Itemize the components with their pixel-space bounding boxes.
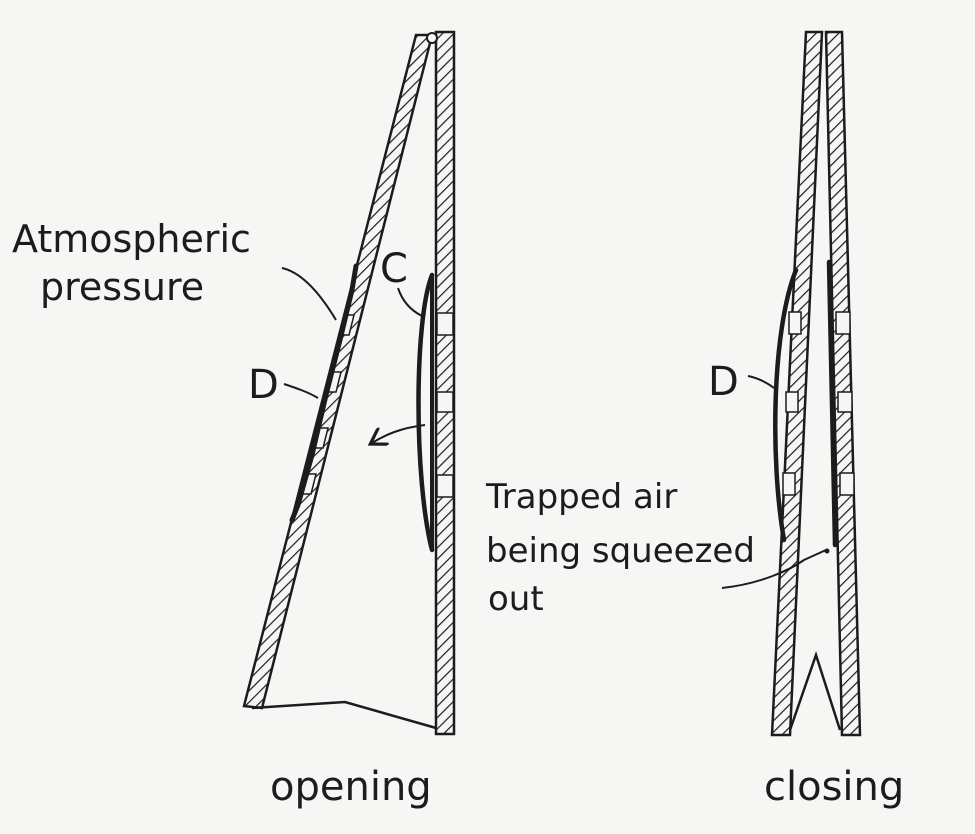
closing-right-board xyxy=(824,30,862,737)
trapped-air-leader xyxy=(721,549,827,589)
c-label: C xyxy=(380,246,408,292)
opening-caption: opening xyxy=(270,764,432,810)
d-left-label: D xyxy=(248,362,279,408)
opening-hinge xyxy=(426,32,438,44)
closing-flap-d xyxy=(773,267,799,543)
trapped-air-dot xyxy=(824,548,830,554)
closing-caption: closing xyxy=(764,764,904,810)
c-leader xyxy=(397,287,423,317)
trapped-air-label-line1: Trapped air xyxy=(485,477,677,517)
opening-fixed-board xyxy=(434,30,456,736)
opening-fixed-holes xyxy=(436,312,454,498)
closing-figure xyxy=(721,30,862,737)
atmospheric-label-line1: Atmospheric xyxy=(12,217,251,261)
closing-right-holes xyxy=(835,311,855,496)
trapped-air-label-line3: out xyxy=(488,579,544,619)
closing-bag-fold xyxy=(788,651,842,731)
d-left-leader xyxy=(283,383,319,399)
opening-flap-c xyxy=(416,272,435,553)
opening-bag-outline xyxy=(251,700,437,730)
atmospheric-label-line2: pressure xyxy=(40,265,204,309)
opening-airflow-arrow xyxy=(372,424,426,443)
closing-left-board xyxy=(770,30,824,737)
opening-figure xyxy=(242,30,456,736)
opening-flap-d xyxy=(289,263,359,523)
closing-left-holes xyxy=(782,311,802,496)
trapped-air-label-line2: being squeezed xyxy=(486,531,755,571)
d-right-label: D xyxy=(708,359,739,405)
atmospheric-leader xyxy=(281,267,337,321)
closing-flap-c xyxy=(826,259,838,548)
d-right-leader xyxy=(747,375,775,389)
